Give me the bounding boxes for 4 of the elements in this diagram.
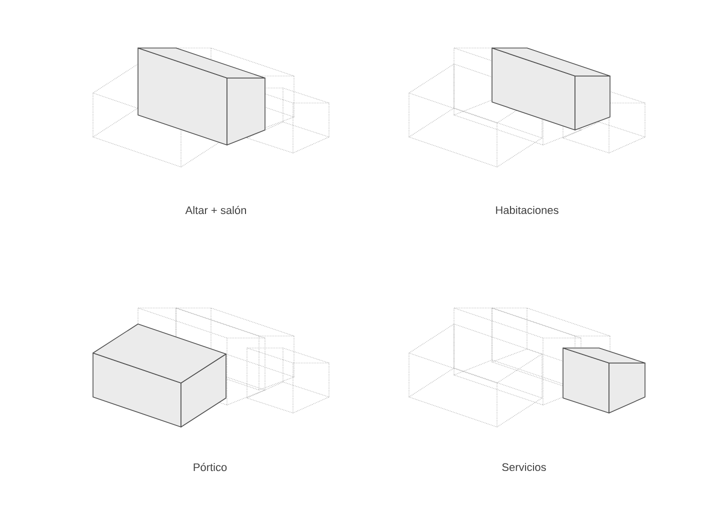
caption: Habitaciones (496, 206, 558, 214)
caption: Servicios (502, 462, 546, 472)
caption: Pórtico (194, 462, 227, 472)
caption: Altar + salón (185, 206, 246, 214)
